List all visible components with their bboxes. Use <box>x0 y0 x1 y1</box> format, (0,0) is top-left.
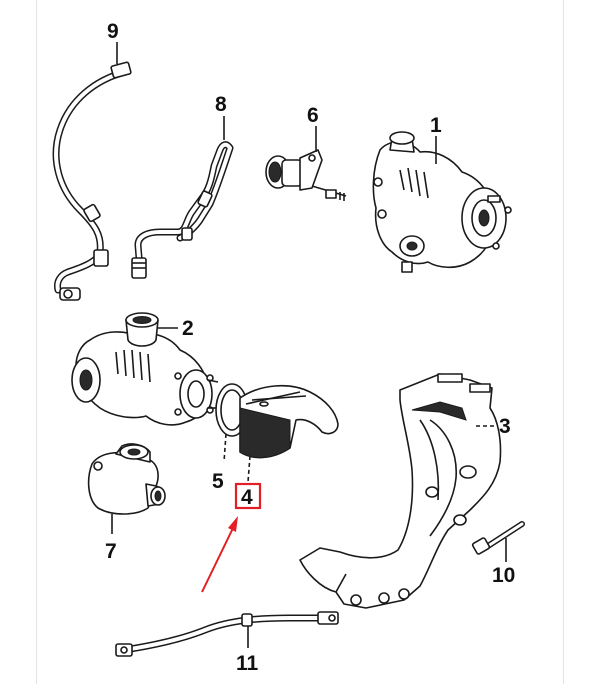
callout-5[interactable]: 5 <box>212 470 224 493</box>
part-1-turbocharger-housing[interactable] <box>372 131 512 273</box>
part-10-stud[interactable] <box>471 521 525 555</box>
callout-6[interactable]: 6 <box>307 104 319 127</box>
part-3-support-bracket[interactable] <box>299 373 502 609</box>
leader-4 <box>247 455 251 483</box>
callout-7[interactable]: 7 <box>105 540 117 563</box>
callout-2[interactable]: 2 <box>182 317 194 340</box>
leader-5 <box>223 433 227 463</box>
part-2-turbocharger[interactable] <box>71 312 219 426</box>
right-border-line <box>563 0 564 684</box>
part-4-heat-shield[interactable] <box>239 384 339 459</box>
callout-4-highlight-box <box>234 482 262 510</box>
part-9-hose[interactable] <box>52 61 132 301</box>
callout-11[interactable]: 11 <box>236 652 259 675</box>
part-11-return-line[interactable] <box>115 611 339 657</box>
part-8-oil-line[interactable] <box>131 141 234 279</box>
callout-4[interactable]: 4 <box>241 486 253 509</box>
callout-1[interactable]: 1 <box>430 114 442 137</box>
left-border-line <box>36 0 37 684</box>
part-7-valve[interactable] <box>87 443 166 515</box>
callout-8[interactable]: 8 <box>215 93 227 116</box>
part-6-wastegate-actuator[interactable] <box>265 149 347 201</box>
callout-3[interactable]: 3 <box>499 415 511 438</box>
red-pointer-arrow <box>201 516 238 593</box>
callout-10[interactable]: 10 <box>492 564 515 587</box>
callout-9[interactable]: 9 <box>107 20 119 43</box>
